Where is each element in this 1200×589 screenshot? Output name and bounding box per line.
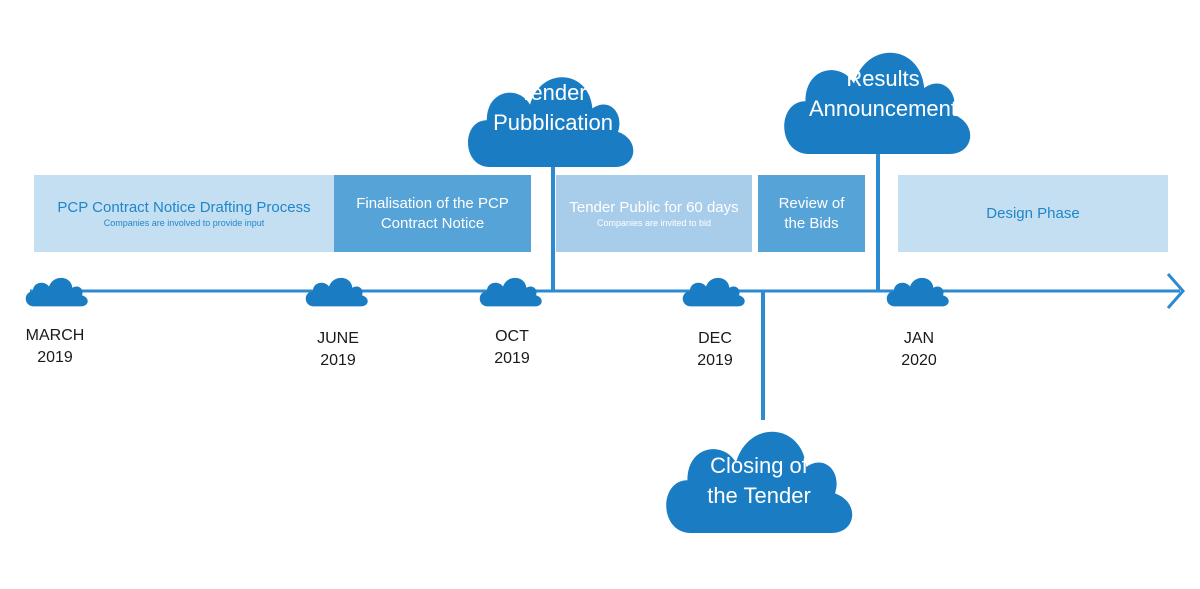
milestone-line1: Results	[846, 66, 920, 91]
milestone-closing-tender: Closing of the Tender	[659, 451, 859, 511]
phase-design: Design Phase	[898, 175, 1168, 252]
date-year: 2019	[320, 352, 356, 369]
phase-finalisation: Finalisation of the PCP Contract Notice	[334, 175, 531, 252]
milestone-results-announcement: Results Announcement	[783, 64, 983, 124]
cloud-icon-oct	[479, 277, 542, 307]
phase-review-line1: Review of	[778, 194, 845, 212]
date-label-march-2019: MARCH 2019	[15, 325, 95, 369]
cloud-icon-jan	[886, 277, 949, 307]
date-year: 2019	[697, 352, 733, 369]
date-year: 2020	[901, 352, 937, 369]
date-month: MARCH	[25, 327, 85, 344]
phase-review-line2: the Bids	[784, 214, 839, 232]
date-label-june-2019: JUNE 2019	[298, 328, 378, 372]
date-label-dec-2019: DEC 2019	[675, 328, 755, 372]
cloud-icon-june	[305, 277, 368, 307]
cloud-icon-march	[25, 277, 88, 307]
date-year: 2019	[494, 350, 530, 367]
phase-tender-public-subtitle: Companies are invited to bid	[596, 218, 712, 228]
phase-tender-public: Tender Public for 60 days Companies are …	[556, 175, 752, 252]
phase-drafting-subtitle: Companies are involved to provide input	[103, 218, 265, 228]
milestone-line2: Announcement	[809, 96, 957, 121]
phase-tender-public-title: Tender Public for 60 days	[569, 199, 739, 216]
milestone-line2: the Tender	[707, 483, 811, 508]
cloud-icon-dec	[682, 277, 745, 307]
date-label-jan-2020: JAN 2020	[879, 328, 959, 372]
milestone-line1: Tender	[519, 80, 587, 105]
date-month: DEC	[698, 330, 732, 347]
milestone-line2: Pubblication	[493, 110, 613, 135]
milestone-line1: Closing of	[710, 453, 808, 478]
milestone-tender-publication: Tender Pubblication	[453, 78, 653, 138]
date-month: OCT	[495, 328, 529, 345]
phase-drafting-title: PCP Contract Notice Drafting Process	[57, 199, 311, 216]
date-month: JUNE	[317, 330, 359, 347]
date-year: 2019	[37, 349, 73, 366]
phase-design-title: Design Phase	[986, 204, 1080, 222]
arrow-right-icon	[1166, 273, 1186, 309]
phase-finalisation-line1: Finalisation of the PCP	[356, 194, 509, 212]
date-label-oct-2019: OCT 2019	[472, 326, 552, 370]
phase-drafting-process: PCP Contract Notice Drafting Process Com…	[34, 175, 334, 252]
date-month: JAN	[903, 330, 935, 347]
phase-review-bids: Review of the Bids	[758, 175, 865, 252]
phase-finalisation-line2: Contract Notice	[380, 214, 485, 232]
